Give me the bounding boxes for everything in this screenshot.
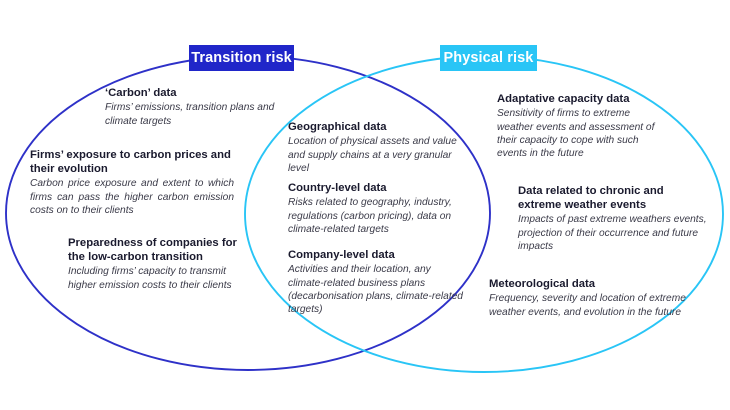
block-title: Geographical data (288, 121, 387, 133)
block-description: Risks related to geography, industry, re… (288, 197, 452, 236)
block-description: Sensitivity of firms to extreme weather … (497, 108, 655, 160)
text-block-company-level-data: Company-level data Activities and their … (288, 248, 466, 317)
text-block-carbon-data: ‘Carbon’ data Firms’ emissions, transiti… (105, 86, 295, 128)
block-title: Country-level data (288, 182, 387, 194)
text-block-geographical-data: Geographical data Location of physical a… (288, 120, 463, 175)
text-block-firms-exposure-carbon-prices: Firms’ exposure to carbon prices and the… (30, 148, 234, 218)
block-title: Meteorological data (489, 278, 596, 290)
transition-risk-label: Transition risk (189, 45, 294, 71)
block-title: ‘Carbon’ data (105, 87, 177, 99)
text-block-chronic-extreme-weather-events: Data related to chronic and extreme weat… (518, 184, 708, 254)
block-title: Company-level data (288, 249, 395, 261)
text-block-meteorological-data: Meteorological data Frequency, severity … (489, 277, 689, 319)
block-description: Frequency, severity and location of extr… (489, 293, 686, 318)
block-title: Firms’ exposure to carbon prices and the… (30, 149, 231, 176)
block-description: Firms’ emissions, transition plans and c… (105, 102, 275, 127)
block-title: Adaptative capacity data (497, 93, 630, 105)
text-block-adaptative-capacity-data: Adaptative capacity data Sensitivity of … (497, 92, 661, 161)
block-title: Data related to chronic and extreme weat… (518, 185, 664, 212)
physical-risk-label: Physical risk (440, 45, 537, 71)
block-description: Impacts of past extreme weathers events,… (518, 214, 707, 253)
text-block-preparedness-companies: Preparedness of companies for the low-ca… (68, 236, 248, 292)
block-title: Preparedness of companies for the low-ca… (68, 237, 237, 264)
text-block-country-level-data: Country-level data Risks related to geog… (288, 181, 458, 236)
block-description: Carbon price exposure and extent to whic… (30, 178, 234, 217)
block-description: Location of physical assets and value an… (288, 136, 457, 175)
block-description: Activities and their location, any clima… (288, 264, 463, 316)
block-description: Including firms’ capacity to transmit hi… (68, 266, 232, 291)
